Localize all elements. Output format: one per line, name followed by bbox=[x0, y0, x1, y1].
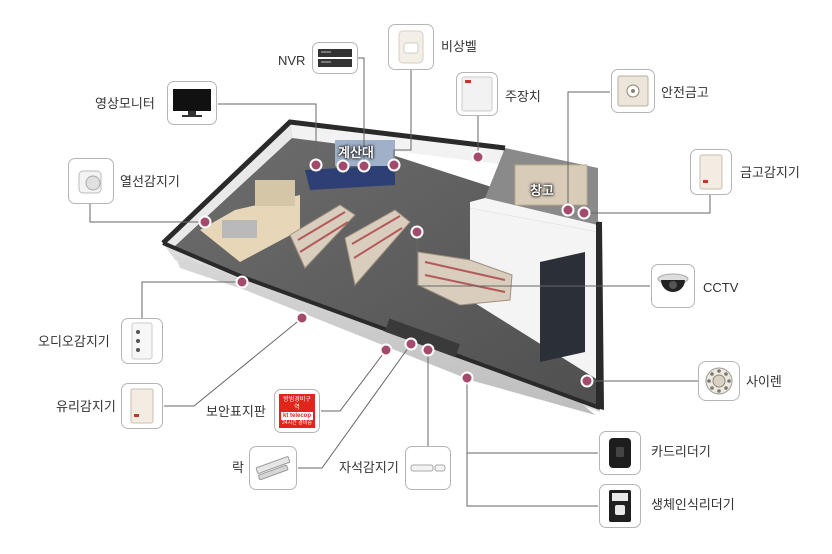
label-safe-sensor: 금고감지기 bbox=[740, 165, 800, 180]
control-panel-icon bbox=[461, 76, 493, 112]
right-dark-rack bbox=[540, 252, 585, 362]
label-security-sign: 보안표지판 bbox=[206, 404, 266, 419]
magnetic-sensor-device[interactable] bbox=[405, 446, 451, 490]
label-siren: 사이렌 bbox=[746, 374, 782, 389]
top-wall-edge bbox=[161, 119, 506, 245]
biometric-reader-device[interactable] bbox=[599, 484, 641, 528]
marker-lock bbox=[404, 337, 418, 351]
audio-sensor-icon bbox=[131, 322, 153, 360]
connector-cctv bbox=[416, 232, 650, 287]
cctv-device[interactable] bbox=[651, 264, 695, 308]
fingerprint-reader-icon bbox=[609, 490, 631, 522]
card-reader-device[interactable] bbox=[599, 431, 641, 475]
label-thermal-sensor: 열선감지기 bbox=[120, 174, 180, 189]
marker-cctv bbox=[410, 225, 424, 239]
security-sign-device[interactable]: 방범경비구역 kt telecop 24시간 경비중 bbox=[274, 389, 320, 433]
front-wall-outer bbox=[175, 255, 595, 415]
marker-cctv-counter-left bbox=[309, 158, 323, 172]
emergency-button-icon bbox=[398, 30, 424, 64]
marker-safe bbox=[561, 203, 575, 217]
counter-desk bbox=[305, 165, 395, 190]
storage-shelf bbox=[514, 164, 588, 206]
sign-text-top: 방범경비구역 bbox=[281, 396, 313, 412]
main-unit-device[interactable] bbox=[456, 72, 498, 116]
emergency-bell-device[interactable] bbox=[388, 24, 434, 70]
connector-thermal-sensor bbox=[89, 204, 205, 223]
sign-text-brand: kt telecop bbox=[282, 413, 311, 419]
marker-audio-sensor bbox=[235, 275, 249, 289]
connector-safe-sensor bbox=[584, 195, 711, 214]
marker-glass-sensor bbox=[295, 311, 309, 325]
connector-nvr bbox=[358, 57, 365, 166]
safe-device[interactable] bbox=[611, 69, 655, 113]
monitor-icon bbox=[173, 89, 211, 117]
motion-sensor-icon bbox=[78, 170, 102, 194]
siren-icon bbox=[705, 367, 733, 395]
label-lock: 락 bbox=[232, 460, 244, 475]
sign-text-bottom: 24시간 경비중 bbox=[281, 420, 313, 427]
connector-emergency-bell bbox=[393, 70, 412, 165]
marker-safe-sensor bbox=[577, 206, 591, 220]
marker-magnetic-sensor bbox=[421, 343, 435, 357]
connector-safe bbox=[567, 91, 610, 210]
marker-siren bbox=[580, 374, 594, 388]
marker-monitor bbox=[336, 159, 350, 173]
nvr-device[interactable] bbox=[312, 42, 358, 74]
safe-sensor-device[interactable] bbox=[690, 149, 732, 195]
lock-device[interactable] bbox=[249, 446, 297, 490]
right-outer-wall bbox=[596, 222, 604, 410]
safe-icon bbox=[617, 75, 649, 107]
video-monitor-device[interactable] bbox=[167, 81, 217, 125]
room-label-counter: 계산대 bbox=[338, 145, 374, 160]
label-glass-sensor: 유리감지기 bbox=[56, 399, 116, 414]
marker-thermal-sensor bbox=[198, 215, 212, 229]
connector-lock bbox=[298, 343, 412, 469]
label-audio-sensor: 오디오감지기 bbox=[38, 334, 110, 349]
glass-break-sensor-icon bbox=[130, 388, 154, 424]
drink-cooler bbox=[222, 220, 257, 238]
marker-main-unit bbox=[471, 150, 485, 164]
label-safe: 안전금고 bbox=[661, 85, 709, 100]
sensor-markers bbox=[198, 150, 594, 388]
audio-sensor-device[interactable] bbox=[121, 318, 163, 364]
connector-biometric bbox=[466, 453, 598, 507]
label-card-reader: 카드리더기 bbox=[651, 444, 711, 459]
label-cctv: CCTV bbox=[703, 280, 739, 295]
electric-lock-icon bbox=[255, 456, 291, 480]
marker-card-reader bbox=[460, 371, 474, 385]
label-biometric-reader: 생체인식리더기 bbox=[651, 497, 735, 512]
label-monitor: 영상모니터 bbox=[95, 96, 155, 111]
card-reader-icon bbox=[609, 438, 631, 468]
nvr-icon bbox=[318, 49, 352, 67]
connector-audio-sensor bbox=[141, 281, 242, 318]
marker-emergency-bell bbox=[387, 158, 401, 172]
connector-glass-sensor bbox=[164, 317, 303, 407]
back-wall-right bbox=[290, 122, 505, 165]
connector-security-sign bbox=[321, 349, 387, 412]
entrance-door bbox=[384, 318, 460, 358]
shelf-products bbox=[297, 211, 506, 293]
marker-nvr bbox=[357, 159, 371, 173]
siren-device[interactable] bbox=[698, 361, 740, 401]
label-nvr: NVR bbox=[278, 53, 306, 68]
marker-security-sign bbox=[379, 343, 393, 357]
storage-room-wall bbox=[470, 198, 598, 232]
label-main-unit: 주장치 bbox=[505, 89, 541, 104]
kt-telecop-sign: 방범경비구역 kt telecop 24시간 경비중 bbox=[279, 394, 315, 428]
shelf-unit-2 bbox=[344, 209, 411, 287]
thermal-sensor-device[interactable] bbox=[68, 158, 114, 204]
glass-sensor-device[interactable] bbox=[121, 383, 163, 429]
shelf-unit-1 bbox=[289, 204, 356, 269]
magnetic-contact-icon bbox=[410, 464, 446, 472]
label-emergency-bell: 비상벨 bbox=[441, 39, 477, 54]
vibration-sensor-icon bbox=[699, 154, 723, 190]
room-label-storage: 창고 bbox=[530, 183, 554, 198]
dome-camera-icon bbox=[657, 273, 689, 292]
connector-monitor bbox=[218, 103, 317, 165]
left-cabinet bbox=[255, 180, 295, 206]
connector-lines bbox=[89, 57, 711, 507]
label-magnetic-sensor: 자석감지기 bbox=[339, 460, 399, 475]
